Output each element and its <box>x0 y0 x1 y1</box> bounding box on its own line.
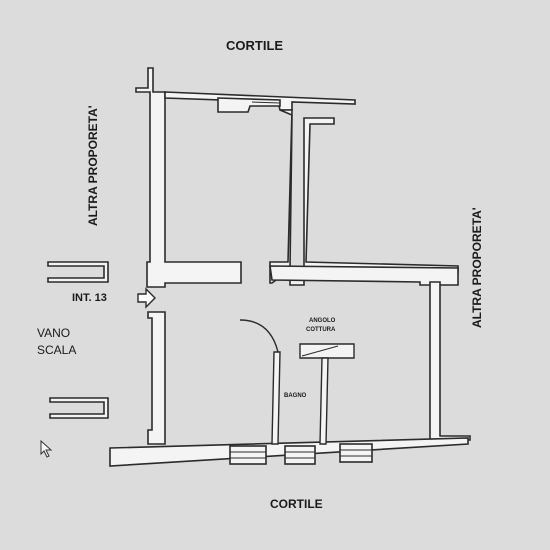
label-unit: INT. 13 <box>72 292 107 304</box>
label-kitchenette-line1: ANGOLO <box>309 318 336 324</box>
arrow-right-icon <box>137 287 156 309</box>
window-bottom-left <box>229 445 267 465</box>
door-swing-arc <box>239 319 279 353</box>
kitchenette-partition <box>319 357 329 445</box>
label-other-property-right: ALTRA PROPORETA' <box>470 207 484 328</box>
bathroom-door-leaf <box>271 351 281 445</box>
wall-left-lower <box>147 311 166 445</box>
mouse-cursor-icon <box>40 440 53 458</box>
window-hatching <box>230 98 372 459</box>
label-courtyard-top: CORTILE <box>226 38 284 53</box>
window-bottom-middle <box>284 445 316 465</box>
label-courtyard-bottom: CORTILE <box>270 497 323 511</box>
label-stairwell-line2: SCALA <box>37 343 77 357</box>
label-stairwell-line1: VANO <box>37 326 71 340</box>
wall-middle-partition <box>269 265 459 286</box>
label-bathroom: BAGNO <box>284 393 307 399</box>
kitchenette-counter <box>299 343 355 359</box>
counter-detail <box>301 345 339 357</box>
label-kitchenette-line2: COTTURA <box>306 327 336 333</box>
stair-stub-upper <box>47 261 109 283</box>
label-other-property-left: ALTRA PROPORETA' <box>86 105 100 226</box>
stair-stub-lower <box>49 397 109 419</box>
wall-left-upper <box>135 67 242 288</box>
window-bottom-right <box>339 443 373 463</box>
